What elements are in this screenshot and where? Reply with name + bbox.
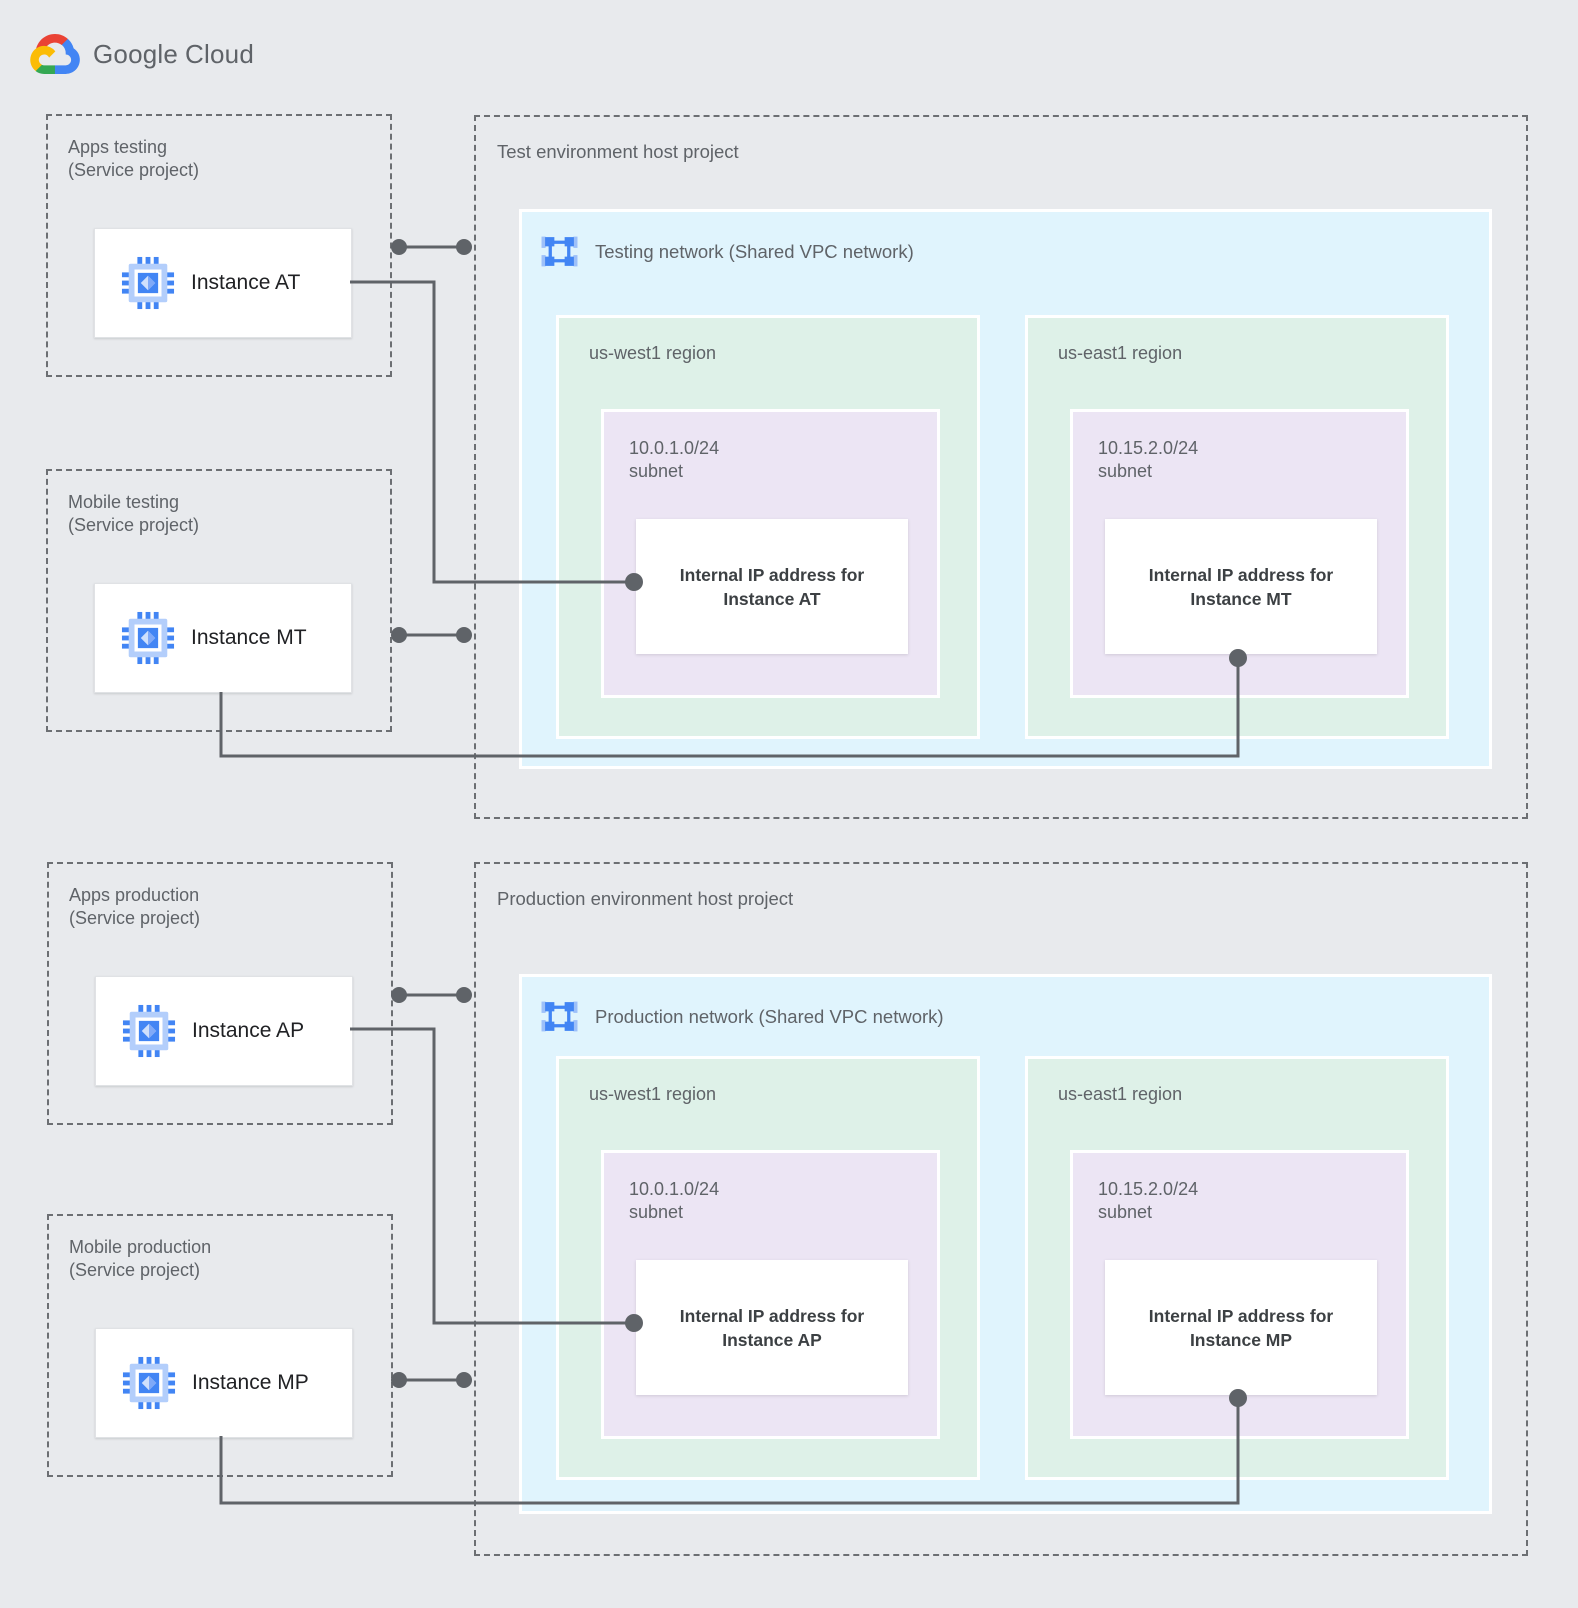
instance-card-mp: Instance MP [95,1328,353,1438]
peering-link-apps-production [391,987,472,1003]
network-header: Production network (Shared VPC network) [541,998,944,1035]
service-project-apps-production: Apps production (Service project) Instan… [47,862,393,1125]
compute-engine-icon [121,256,175,310]
subnet-cidr: 10.15.2.0/24 [1098,438,1199,458]
subnet-label: 10.15.2.0/24 subnet [1098,1178,1198,1224]
compute-engine-icon [122,1356,176,1410]
project-name: Apps production [69,885,200,905]
host-project-production-environment: Production environment host project Prod… [474,862,1528,1556]
internal-ip-box-mp: Internal IP address for Instance MP [1105,1260,1377,1395]
ip-text-line2: Instance AT [723,588,821,609]
region-test-us-east1: us-east1 region 10.15.2.0/24 subnet Inte… [1025,315,1449,739]
network-header: Testing network (Shared VPC network) [541,233,914,270]
project-name: Apps testing [68,137,168,157]
google-cloud-logo: Google Cloud [30,34,254,74]
subnet-prod-us-east1: 10.15.2.0/24 subnet Internal IP address … [1070,1150,1409,1439]
network-label: Production network (Shared VPC network) [595,1005,944,1027]
region-label: us-east1 region [1058,1084,1183,1104]
service-project-mobile-testing: Mobile testing (Service project) Instanc… [46,469,392,732]
peering-link-mobile-testing [391,627,472,643]
peering-link-apps-testing [391,239,472,255]
instance-card-ap: Instance AP [95,976,353,1086]
compute-engine-icon [121,611,175,665]
subnet-word: subnet [629,1202,684,1222]
subnet-word: subnet [1098,1202,1153,1222]
instance-name: Instance AT [191,271,301,294]
instance-card-at: Instance AT [94,228,352,338]
ip-text-line2: Instance MT [1190,588,1292,609]
instance-name: Instance MT [191,626,307,649]
instance-name: Instance AP [192,1019,305,1042]
vpc-network-icon [541,236,578,267]
subnet-test-us-east1: 10.15.2.0/24 subnet Internal IP address … [1070,409,1409,698]
service-project-mobile-production: Mobile production (Service project) Inst… [47,1214,393,1477]
service-project-label: Apps testing (Service project) [68,136,199,182]
logo-text-google: Google [93,38,179,69]
vpc-network-icon [541,1001,578,1032]
internal-ip-box-at: Internal IP address for Instance AT [636,519,908,654]
region-label: us-east1 region [1058,343,1183,363]
subnet-label: 10.0.1.0/24 subnet [629,1178,719,1224]
project-name: Mobile production [69,1237,212,1257]
ip-text-line1: Internal IP address for [679,564,865,585]
google-cloud-logo-icon [30,34,80,74]
subnet-cidr: 10.0.1.0/24 [629,438,720,458]
project-subtitle: (Service project) [69,908,201,928]
service-project-label: Mobile testing (Service project) [68,491,199,537]
network-label: Testing network (Shared VPC network) [595,240,914,262]
ip-text-line2: Instance AP [722,1329,822,1350]
region-prod-us-west1: us-west1 region 10.0.1.0/24 subnet Inter… [556,1056,980,1480]
project-subtitle: (Service project) [69,1260,201,1280]
project-subtitle: (Service project) [68,515,200,535]
region-label: us-west1 region [589,1084,717,1104]
subnet-word: subnet [1098,461,1153,481]
ip-text-line1: Internal IP address for [1148,1305,1334,1326]
region-label: us-west1 region [589,343,717,363]
host-project-test-environment: Test environment host project Testing ne… [474,115,1528,819]
subnet-cidr: 10.15.2.0/24 [1098,1179,1199,1199]
subnet-cidr: 10.0.1.0/24 [629,1179,720,1199]
host-project-title: Test environment host project [497,141,739,162]
instance-name: Instance MP [192,1371,309,1394]
host-project-title: Production environment host project [497,888,794,909]
service-project-label: Apps production (Service project) [69,884,200,930]
subnet-label: 10.15.2.0/24 subnet [1098,437,1198,483]
instance-card-mt: Instance MT [94,583,352,693]
ip-text-line2: Instance MP [1189,1329,1293,1350]
network-production: Production network (Shared VPC network) … [519,974,1492,1514]
ip-text-line1: Internal IP address for [679,1305,865,1326]
compute-engine-icon [122,1004,176,1058]
project-subtitle: (Service project) [68,160,200,180]
region-test-us-west1: us-west1 region 10.0.1.0/24 subnet Inter… [556,315,980,739]
subnet-word: subnet [629,461,684,481]
region-prod-us-east1: us-east1 region 10.15.2.0/24 subnet Inte… [1025,1056,1449,1480]
logo-text-cloud: Cloud [185,38,254,69]
peering-link-mobile-production [391,1372,472,1388]
network-testing: Testing network (Shared VPC network) us-… [519,209,1492,769]
subnet-label: 10.0.1.0/24 subnet [629,437,719,483]
subnet-prod-us-west1: 10.0.1.0/24 subnet Internal IP address f… [601,1150,940,1439]
internal-ip-box-mt: Internal IP address for Instance MT [1105,519,1377,654]
service-project-apps-testing: Apps testing (Service project) Instance … [46,114,392,377]
subnet-test-us-west1: 10.0.1.0/24 subnet Internal IP address f… [601,409,940,698]
ip-text-line1: Internal IP address for [1148,564,1334,585]
project-name: Mobile testing [68,492,180,512]
service-project-label: Mobile production (Service project) [69,1236,211,1282]
internal-ip-box-ap: Internal IP address for Instance AP [636,1260,908,1395]
